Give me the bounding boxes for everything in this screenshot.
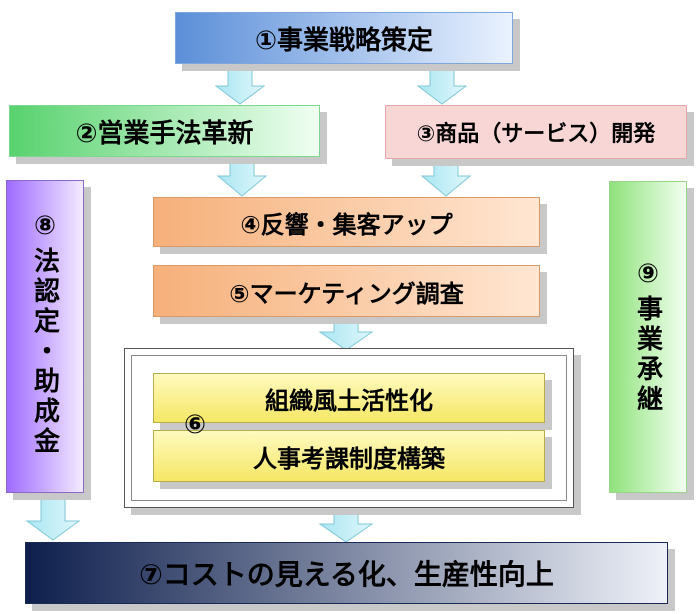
group-frame-inner — [131, 355, 567, 501]
product-box: ③商品（サービス）開発 — [385, 105, 687, 159]
succession-number: ⑨ — [636, 259, 659, 289]
subsidy-label: 法認定・助成金 — [29, 247, 60, 457]
hr-box: 人事考課制度構築 — [153, 430, 545, 482]
arrow-group-to-result — [318, 509, 374, 543]
arrow-subsidy-to-result — [25, 496, 81, 541]
product-label: ③商品（サービス）開発 — [416, 122, 656, 147]
subsidy-box: ⑧ 法認定・助成金 — [6, 180, 84, 493]
group-number: ⑥ — [184, 410, 207, 440]
subsidy-number: ⑧ — [33, 211, 56, 241]
marketing-box: ⑤マーケティング調査 — [153, 265, 540, 317]
response-box: ④反響・集客アップ — [153, 197, 540, 247]
strategy-label: ①事業戦略策定 — [254, 25, 433, 56]
arrow-strategy-to-sales — [214, 63, 266, 105]
sales-box: ②営業手法革新 — [9, 105, 320, 157]
result-box: ⑦コストの見える化、生産性向上 — [25, 542, 668, 604]
response-label: ④反響・集客アップ — [240, 210, 453, 239]
culture-label: 組織風土活性化 — [265, 386, 433, 415]
marketing-label: ⑤マーケティング調査 — [229, 279, 464, 308]
arrow-strategy-to-product — [416, 63, 468, 105]
result-label: ⑦コストの見える化、生産性向上 — [139, 558, 554, 591]
sales-label: ②営業手法革新 — [75, 118, 254, 149]
hr-label: 人事考課制度構築 — [253, 444, 445, 473]
succession-box: ⑨ 事業承継 — [609, 181, 687, 493]
strategy-box: ①事業戦略策定 — [175, 12, 513, 64]
culture-box: 組織風土活性化 — [153, 373, 545, 423]
arrow-marketing-to-group — [318, 316, 374, 351]
arrow-sales-to-response — [216, 156, 268, 197]
succession-label: 事業承継 — [632, 295, 663, 415]
arrow-product-to-response — [420, 159, 472, 197]
